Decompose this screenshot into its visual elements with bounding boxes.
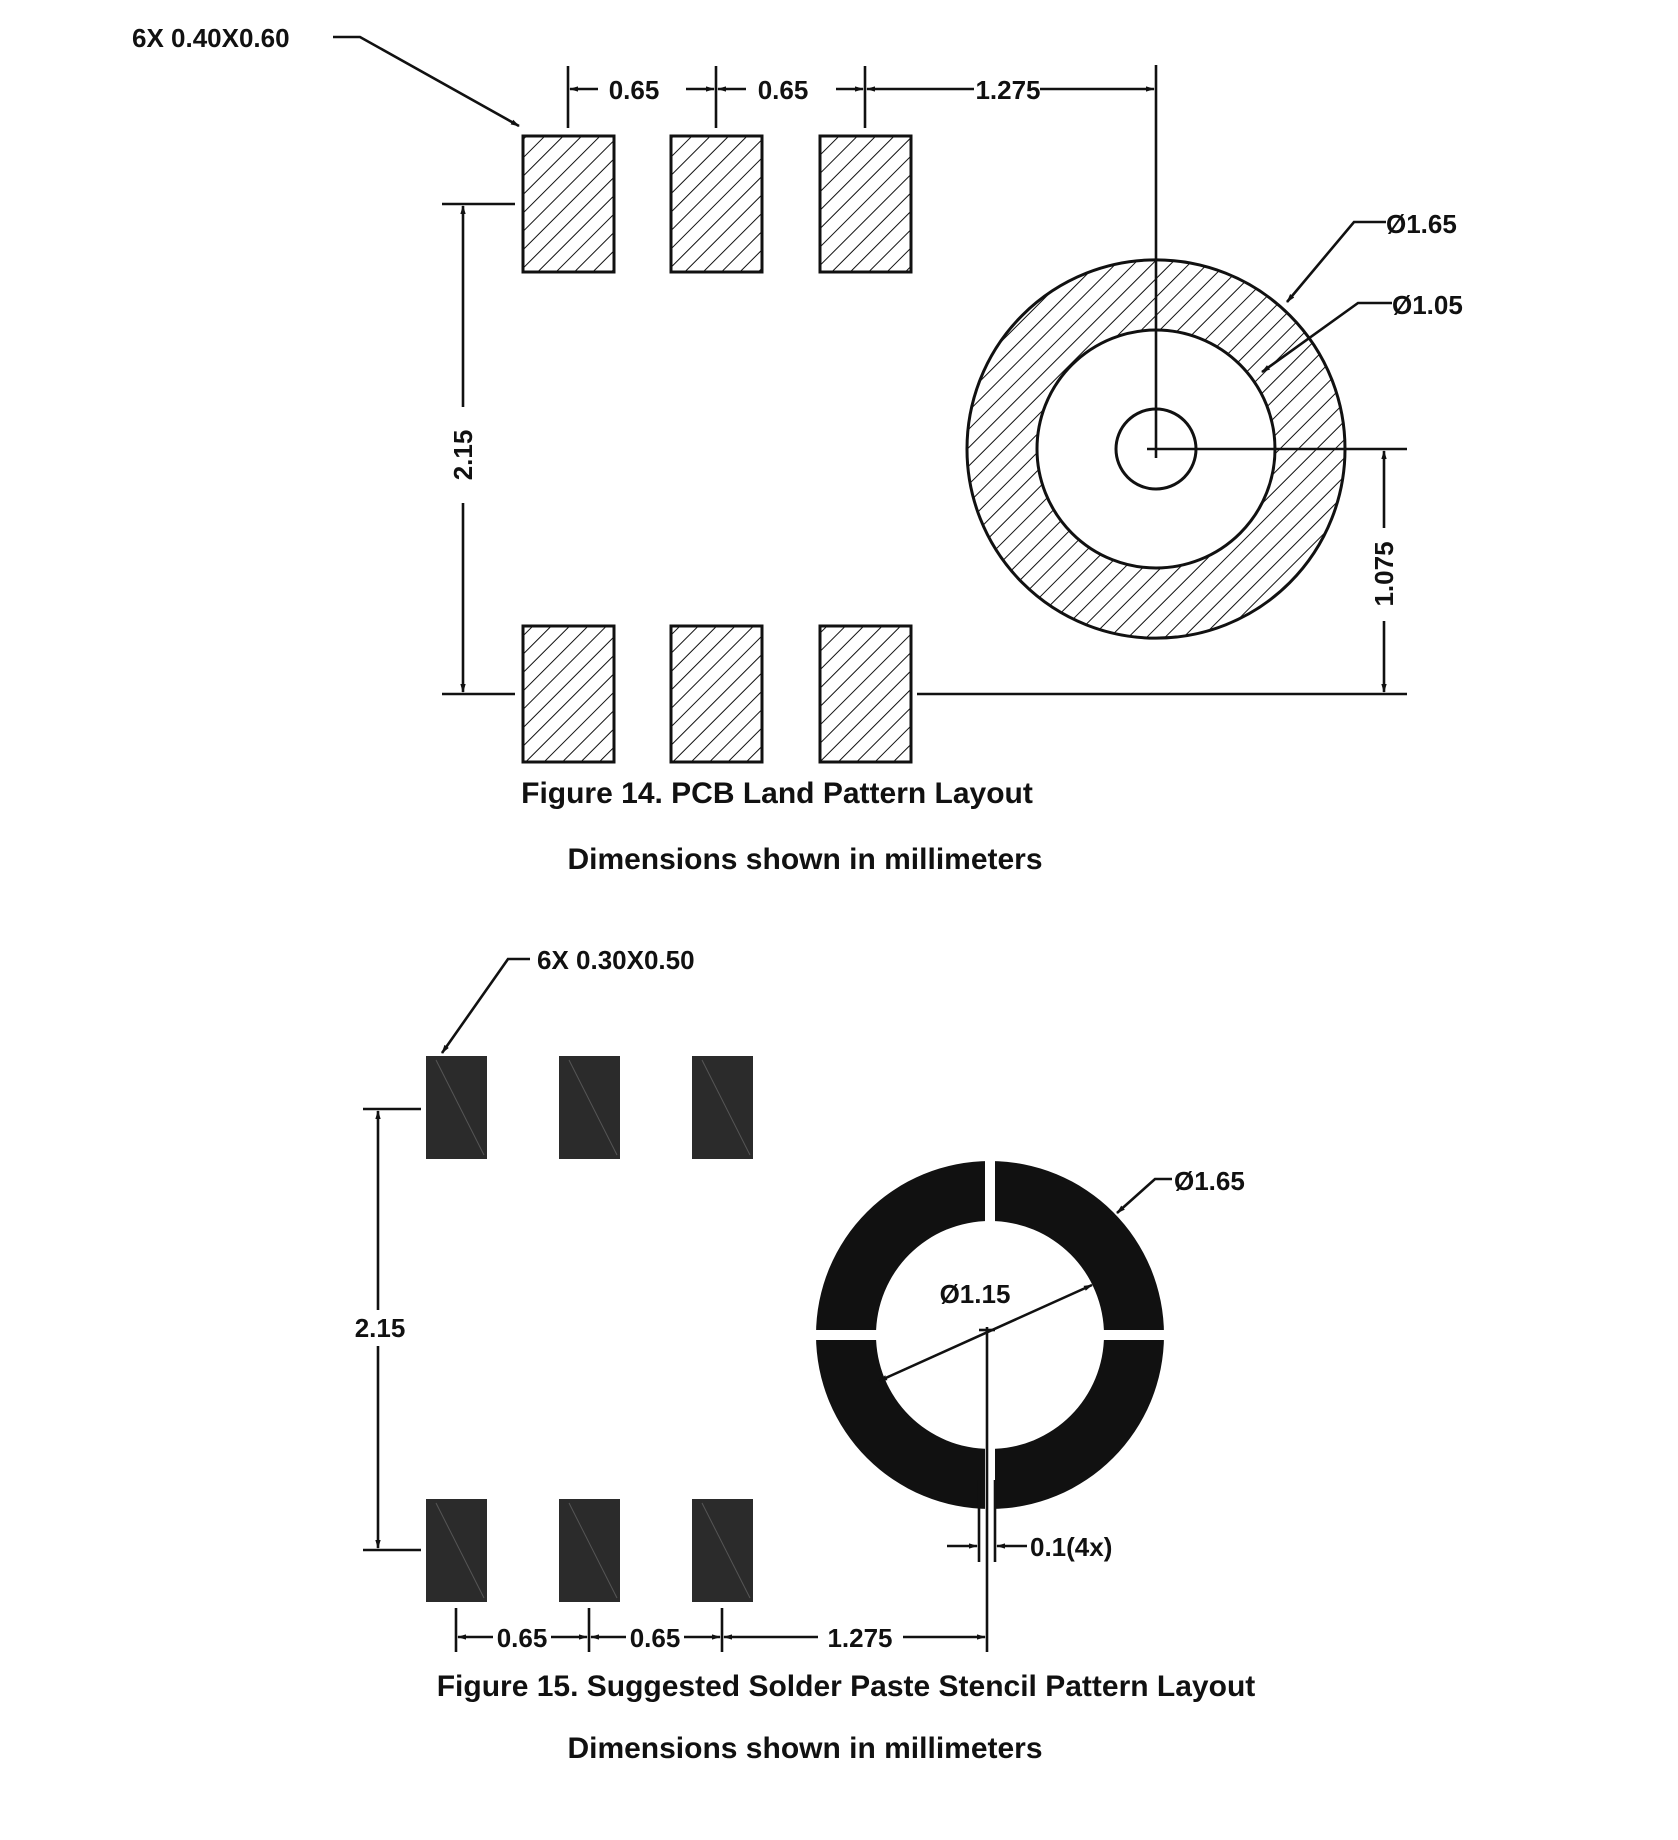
fig14-caption: Figure 14. PCB Land Pattern Layout	[521, 777, 1033, 810]
fig14-row-spacing-label: 2.15	[448, 430, 478, 481]
fig15-subcaption: Dimensions shown in millimeters	[567, 1732, 1042, 1765]
fig14-pad-top-1	[521, 134, 616, 274]
fig14-outer-diameter-leader	[1286, 220, 1386, 303]
fig14-pad-bottom-1	[521, 624, 616, 764]
fig14-pad-bottom-3	[818, 624, 913, 764]
fig14-callout-leader	[333, 35, 520, 128]
fig14-pad-bottom-2	[669, 624, 764, 764]
figure-15: 6X 0.30X0.50 Ø1.65 Ø1.15	[355, 945, 1256, 1765]
fig14-pad-top-2	[669, 134, 764, 274]
fig14-offset-label: 1.275	[975, 75, 1040, 105]
fig15-gap-label: 0.1(4x)	[1030, 1532, 1112, 1562]
fig14-outer-diameter-label: Ø1.65	[1386, 209, 1457, 239]
fig14-pitch-1-label: 0.65	[609, 75, 660, 105]
fig15-row-spacing-label: 2.15	[355, 1313, 406, 1343]
fig15-caption: Figure 15. Suggested Solder Paste Stenci…	[437, 1670, 1256, 1703]
fig15-inner-diameter-label: Ø1.15	[940, 1279, 1011, 1309]
fig14-pad-top-3	[818, 134, 913, 274]
fig15-stencil-pads-top	[426, 1056, 753, 1159]
fig15-outer-diameter-leader	[1116, 1177, 1172, 1214]
fig15-outer-diameter-label: Ø1.65	[1174, 1166, 1245, 1196]
fig14-subcaption: Dimensions shown in millimeters	[567, 843, 1042, 876]
fig15-pitch-1-label: 0.65	[497, 1623, 548, 1653]
fig14-callout-label: 6X 0.40X0.60	[132, 23, 290, 53]
fig14-pitch-2-label: 0.65	[758, 75, 809, 105]
fig15-callout-label: 6X 0.30X0.50	[537, 945, 695, 975]
fig15-pitch-2-label: 0.65	[630, 1623, 681, 1653]
fig15-segmented-ring	[816, 1161, 1164, 1509]
fig15-inner-diameter-line	[878, 1283, 1093, 1383]
fig14-inner-diameter-leader	[1261, 301, 1392, 374]
figure-14: 6X 0.40X0.60 0.65 0.65 1.275 2	[132, 23, 1463, 876]
fig15-callout-leader	[440, 957, 530, 1054]
fig15-offset-label: 1.275	[827, 1623, 892, 1653]
fig14-inner-diameter-label: Ø1.05	[1392, 290, 1463, 320]
fig14-center-height-label: 1.075	[1369, 541, 1399, 606]
fig15-stencil-pads-bottom	[426, 1499, 753, 1602]
